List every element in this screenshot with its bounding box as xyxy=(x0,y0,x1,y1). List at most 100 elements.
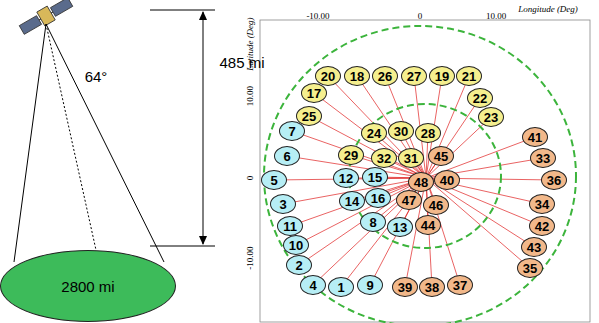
coverage-ellipse: 2800 mi xyxy=(0,250,176,322)
beam-number: 41 xyxy=(528,130,542,145)
axis-tick-label: 0 xyxy=(418,11,423,21)
beam-lines xyxy=(274,76,554,287)
axis-title: Latitude (Deg) xyxy=(245,17,255,70)
beam-number: 37 xyxy=(453,278,467,293)
beam-line xyxy=(296,178,426,245)
beam-number: 45 xyxy=(434,149,448,164)
beam-number: 31 xyxy=(404,151,418,166)
beam-number: 17 xyxy=(307,86,321,101)
cone-line xyxy=(46,24,164,262)
beam-spot: 31 xyxy=(398,148,424,168)
beam-spot: 21 xyxy=(456,66,482,86)
beam-number: 7 xyxy=(288,124,295,139)
beam-number: 2 xyxy=(295,258,302,273)
beam-number: 36 xyxy=(547,173,561,188)
axis-tick-label: -10.00 xyxy=(306,11,329,21)
beam-spot: 8 xyxy=(360,212,386,232)
beam-spot: 22 xyxy=(467,88,493,108)
beam-spot: 33 xyxy=(530,148,556,168)
satellite-body xyxy=(37,6,55,26)
beam-spot: 44 xyxy=(415,215,441,235)
satellite-icon xyxy=(18,0,74,37)
beam-number: 30 xyxy=(394,124,408,139)
beam-spot: 27 xyxy=(401,66,427,86)
beam-spot: 12 xyxy=(333,168,359,188)
coverage-circle xyxy=(264,26,576,323)
beam-spot: 32 xyxy=(371,148,397,168)
beam-number: 9 xyxy=(366,278,373,293)
beam-spot: 37 xyxy=(447,275,473,295)
beam-number: 40 xyxy=(440,173,454,188)
beam-line xyxy=(299,178,426,265)
beam-number: 38 xyxy=(425,280,439,295)
beam-number: 19 xyxy=(435,69,449,84)
beam-spot: 11 xyxy=(277,216,303,236)
beam-spot: 6 xyxy=(274,146,300,166)
beam-number: 8 xyxy=(369,215,376,230)
dimension-label: 2800 mi xyxy=(61,278,114,295)
beam-spot: 16 xyxy=(365,188,391,208)
beam-spot: 45 xyxy=(428,146,454,166)
beam-spot: 24 xyxy=(361,123,387,143)
beam-number: 47 xyxy=(402,193,416,208)
axis-tick-label: 10.00 xyxy=(486,11,506,21)
beam-spot: 43 xyxy=(521,237,547,257)
dimension-arrow xyxy=(199,11,207,20)
beam-spot: 38 xyxy=(419,277,445,297)
beam-number: 6 xyxy=(283,149,290,164)
beam-line xyxy=(357,76,426,178)
beam-number: 16 xyxy=(371,191,385,206)
beam-spot: 1 xyxy=(328,277,354,297)
beam-spot: 18 xyxy=(344,66,370,86)
beam-spot: 19 xyxy=(429,66,455,86)
beam-number: 11 xyxy=(283,219,297,234)
beam-number: 48 xyxy=(414,175,428,190)
beam-spot: 26 xyxy=(372,66,398,86)
beam-number: 13 xyxy=(393,220,407,235)
axis-tick-label: 10.00 xyxy=(245,86,255,106)
beam-number: 4 xyxy=(309,278,316,293)
beam-spot: 17 xyxy=(301,83,327,103)
beam-spot: 48 xyxy=(408,172,434,192)
beam-spot: 23 xyxy=(478,107,504,127)
dimension-tick xyxy=(150,246,215,247)
beam-spot: 10 xyxy=(283,235,309,255)
beam-number: 25 xyxy=(302,109,316,124)
beam-number: 35 xyxy=(523,261,537,276)
beam-spot: 34 xyxy=(529,194,555,214)
beam-number: 23 xyxy=(484,110,498,125)
beam-number: 14 xyxy=(345,194,359,209)
beam-line xyxy=(341,178,426,287)
beam-number: 34 xyxy=(535,197,549,212)
beam-number: 39 xyxy=(398,280,412,295)
beam-number: 29 xyxy=(344,148,358,163)
dimension-label: 64° xyxy=(85,68,108,85)
beam-number: 22 xyxy=(473,91,487,106)
dimension-arrow xyxy=(199,236,207,245)
beam-spot: 42 xyxy=(529,216,555,236)
solar-panel xyxy=(19,16,41,35)
beam-spot: 13 xyxy=(387,217,413,237)
beam-number: 10 xyxy=(289,238,303,253)
beam-number: 21 xyxy=(462,69,476,84)
beam-spot: 40 xyxy=(434,170,460,190)
axis-title: Longitude (Deg) xyxy=(518,4,578,14)
beam-number: 5 xyxy=(270,173,277,188)
beam-number: 27 xyxy=(407,69,421,84)
axis-tick-label: -10.00 xyxy=(245,246,255,269)
beam-line xyxy=(313,178,426,285)
beam-spot: 5 xyxy=(261,170,287,190)
beam-number: 26 xyxy=(378,69,392,84)
beam-line xyxy=(426,178,530,268)
beam-spot: 41 xyxy=(522,127,548,147)
beam-spot: 14 xyxy=(339,191,365,211)
beam-number: 43 xyxy=(527,240,541,255)
beam-spot: 15 xyxy=(362,167,388,187)
beam-spot: 47 xyxy=(396,190,422,210)
dimension-label: 485 mi xyxy=(219,54,264,71)
beam-number: 20 xyxy=(321,69,335,84)
dimension-line xyxy=(203,12,204,244)
dimension-tick xyxy=(150,10,215,11)
beam-number: 3 xyxy=(279,197,286,212)
beam-line xyxy=(328,76,426,178)
